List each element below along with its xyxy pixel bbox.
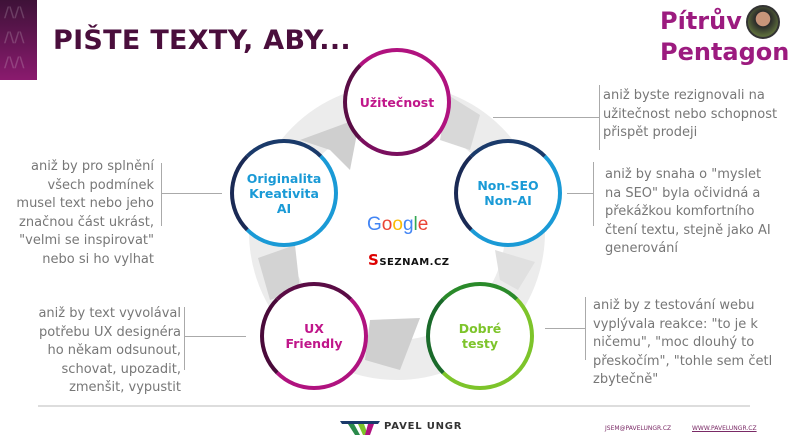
- note-line: generování: [605, 241, 679, 256]
- seznam-logo: SSEZNAM.CZ: [368, 251, 450, 269]
- note-line: zmenšit, vypustit: [69, 380, 181, 395]
- note-line: vyplývala reakce: "to je k: [593, 316, 758, 332]
- connector: [545, 328, 585, 329]
- note-nonseo: aniž by snaha o "myslet na SEO" byla očiv…: [605, 166, 771, 259]
- note-line: schovat, upozadit,: [61, 361, 181, 377]
- connector: [184, 336, 246, 337]
- bracket: [599, 85, 600, 150]
- circle-label: Friendly: [285, 336, 343, 351]
- note-line: ničemu", "moc dlouhý to: [593, 335, 755, 350]
- circle-label: Originalita: [246, 170, 322, 186]
- circle-label: Non-AI: [484, 193, 532, 208]
- note-ux: aniž by text vyvolával potřebu UX designé…: [0, 305, 181, 398]
- decorative-pattern: /\/\/\/\/\/\: [0, 0, 37, 80]
- circle-label: Kreativita: [249, 185, 319, 201]
- circle-label: Dobré: [458, 321, 502, 336]
- note-line: musel text nebo jeho: [16, 196, 154, 211]
- circle-label: testy: [461, 336, 499, 351]
- note-line: aniž by text vyvolával: [38, 306, 181, 321]
- connector: [493, 117, 599, 118]
- bracket: [593, 162, 594, 226]
- note-line: nebo si ho vylhat: [42, 251, 154, 267]
- note-line: aniž by z testování webu: [593, 298, 755, 313]
- connector: [161, 193, 222, 194]
- circle-label: Non-SEO: [477, 178, 539, 193]
- note-line: přeskočím", "tohle sem četl: [593, 353, 773, 369]
- footer-website[interactable]: WWW.PAVELUNGR.CZ: [692, 425, 757, 432]
- note-line: všech podmínek: [47, 177, 154, 193]
- bracket: [161, 163, 162, 226]
- bracket: [585, 297, 586, 360]
- note-line: "velmi se inspirovat": [19, 233, 154, 248]
- note-line: užitečnost nebo schopnost: [603, 106, 778, 122]
- circle-label: Užitečnost: [359, 94, 435, 110]
- seznam-text: SEZNAM.CZ: [379, 257, 450, 268]
- note-line: čtení textu, stejně jako AI: [605, 222, 771, 238]
- brand-line-2: Pentagon: [660, 38, 790, 66]
- connector: [567, 193, 593, 194]
- avatar: [746, 5, 780, 39]
- note-uzitecnost: aniž byste rezignovali na užitečnost nebo…: [603, 87, 777, 143]
- footer-email[interactable]: JSEM@PAVELUNGR.CZ: [605, 425, 672, 432]
- note-line: přispět prodeji: [603, 125, 698, 140]
- note-testy: aniž by z testování webu vyplývala reakce…: [593, 297, 772, 390]
- bracket: [184, 307, 185, 370]
- note-line: potřebu UX designéra: [39, 324, 181, 340]
- note-line: značnou část ukrást,: [19, 214, 154, 230]
- note-line: překážkou komfortního: [605, 204, 755, 219]
- circle-uzitecnost: Užitečnost: [343, 48, 451, 156]
- ring-arrow: [365, 318, 420, 370]
- note-line: aniž by pro splnění: [31, 159, 154, 174]
- note-originalita: aniž by pro splnění všech podmínek musel t…: [0, 158, 154, 269]
- ring-arrow: [258, 245, 300, 300]
- footer-divider: [38, 405, 750, 407]
- note-line: zbytečně": [593, 372, 659, 387]
- page-title: PIŠTE TEXTY, ABY...: [53, 25, 351, 56]
- note-line: na SEO" byla očividná a: [605, 185, 761, 201]
- brand-line-1: Pítrův: [660, 7, 742, 35]
- circle-label: UX: [304, 321, 324, 336]
- footer-name: PAVEL UNGR: [384, 421, 463, 432]
- note-line: ho někam odsunout,: [47, 343, 181, 358]
- note-line: aniž by snaha o "myslet: [605, 167, 762, 182]
- ring-arrow: [300, 118, 360, 170]
- ring-arrow: [495, 250, 535, 290]
- pavel-ungr-logo: [340, 421, 380, 435]
- note-line: aniž byste rezignovali na: [603, 88, 765, 103]
- circle-label: AI: [276, 200, 292, 216]
- google-logo: Google: [367, 214, 429, 235]
